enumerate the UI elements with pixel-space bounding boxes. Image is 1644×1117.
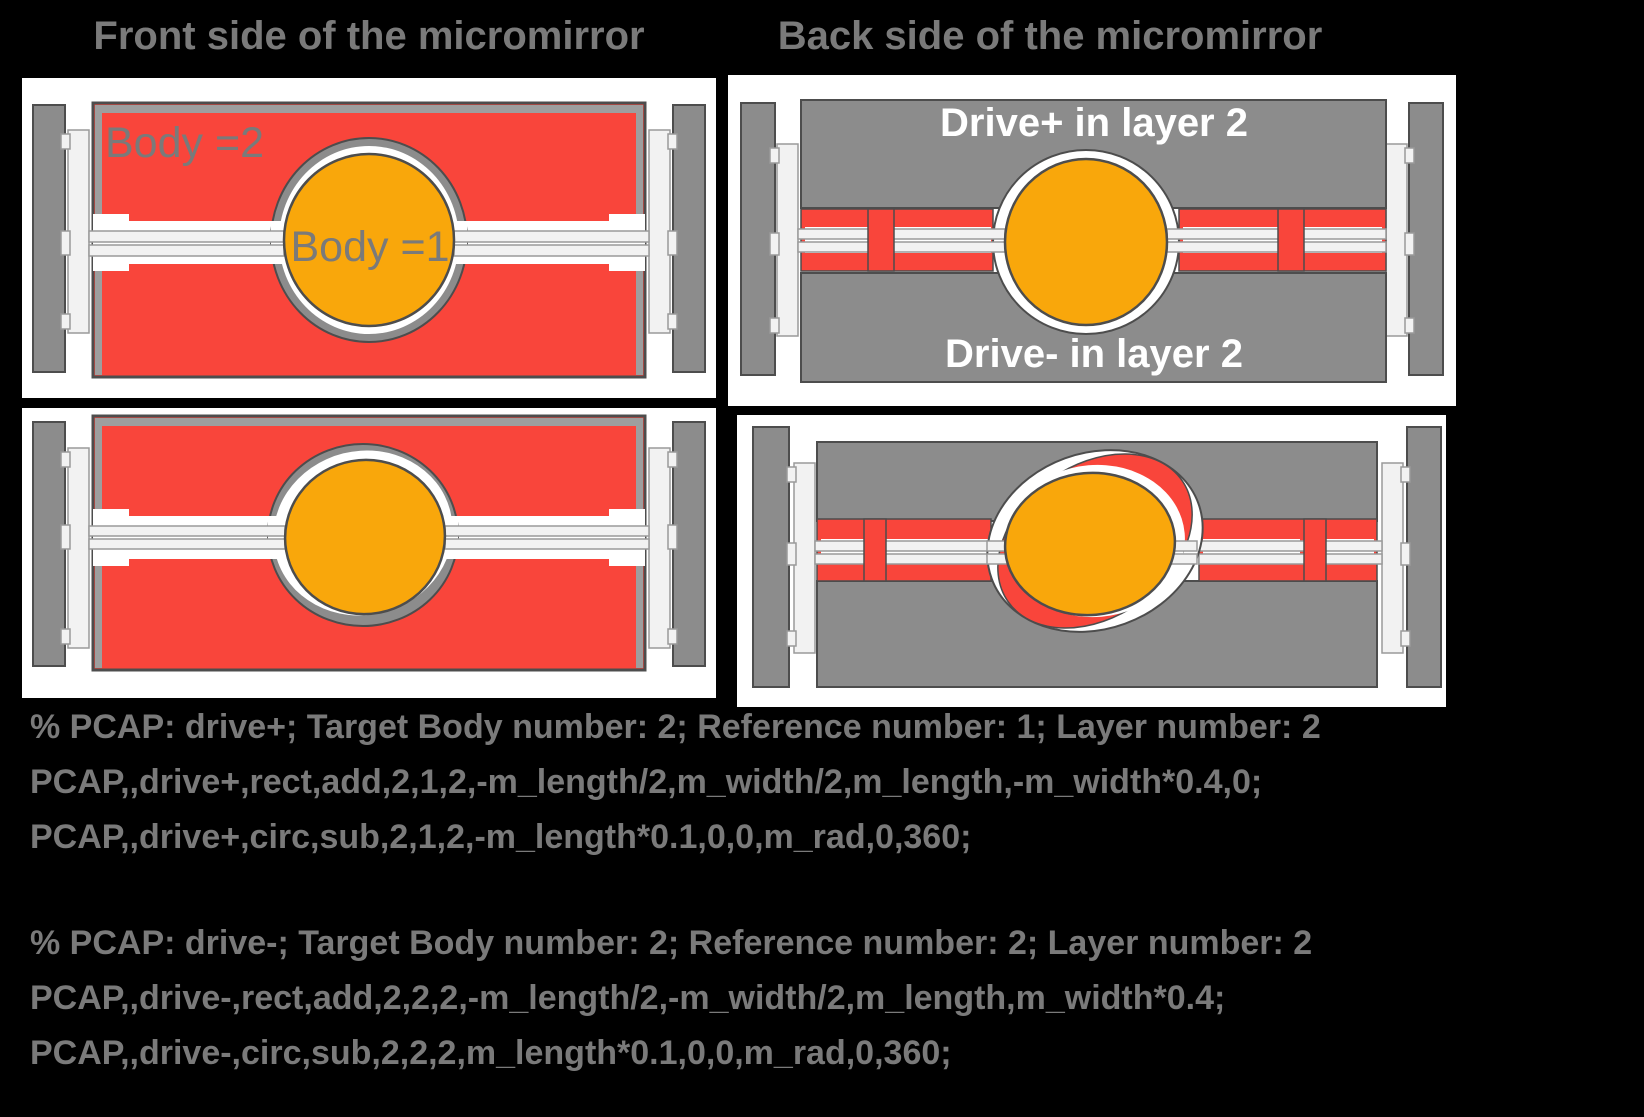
clamp-right-strip — [1381, 462, 1404, 654]
beam-right-upper — [1198, 540, 1383, 552]
clamp-left-tab-bottom — [60, 313, 71, 330]
clamp-left-tab-top — [60, 133, 71, 150]
panel-back-flat: Drive+ in layer 2 Drive- in layer 2 — [728, 75, 1456, 406]
back-tilted-drawing — [752, 426, 1442, 688]
slot-notch-right — [609, 509, 645, 566]
clamp-right — [648, 447, 678, 649]
clamp-left-tab-mid — [60, 524, 71, 550]
front-tilted-drawing — [32, 414, 706, 672]
beam-right-lower — [444, 538, 650, 550]
beam-right-lower — [1166, 241, 1387, 253]
code-comment-drive-minus: % PCAP: drive-; Target Body number: 2; R… — [30, 924, 1313, 962]
clamp-left-tab-bottom — [786, 630, 797, 647]
beam-left-upper — [797, 228, 1006, 240]
clamp-right-tab-mid — [1400, 542, 1411, 566]
clamp-left-tab-mid — [769, 232, 780, 256]
pcap-code-drive-plus: % PCAP: drive+; Target Body number: 2; R… — [30, 700, 1321, 865]
clamp-right-tab-top — [1404, 147, 1415, 164]
code-rect-drive-plus: PCAP,,drive+,rect,add,2,1,2,-m_length/2,… — [30, 763, 1263, 801]
panel-front-flat: Body =2 Body =1 — [22, 78, 716, 398]
clamp-left-tab-bottom — [769, 317, 780, 334]
clamp-right-tab-bottom — [667, 628, 678, 645]
clamp-left-tab-mid — [786, 542, 797, 566]
clamp-left-tab-mid — [60, 230, 71, 256]
clamp-right-tab-bottom — [667, 313, 678, 330]
clamp-right-tab-mid — [1404, 232, 1415, 256]
mirror-disc-tilted — [283, 458, 447, 616]
back-side-title: Back side of the micromirror — [777, 14, 1323, 58]
clamp-right-strip — [648, 447, 671, 649]
beam-left-lower — [88, 538, 286, 550]
mirror-disc-body1 — [282, 152, 456, 328]
clamp-left — [769, 143, 799, 337]
clamp-right — [648, 129, 678, 334]
clamp-left-tab-top — [786, 466, 797, 483]
clamp-right-strip — [648, 129, 671, 334]
body1-label: Body =1 — [291, 223, 450, 271]
electrode-crossbar-right — [1303, 518, 1327, 582]
anchor-right — [672, 104, 706, 373]
anchor-left — [752, 426, 790, 688]
electrode-crossbar-right — [1277, 208, 1305, 272]
plate-sidewall-top — [95, 105, 643, 113]
beam-right-upper — [444, 525, 650, 537]
beam-right-upper — [1166, 228, 1387, 240]
clamp-left-strip — [67, 129, 90, 334]
beam-left-upper — [88, 525, 286, 537]
beam-right-lower — [453, 244, 650, 257]
clamp-left-tab-top — [60, 451, 71, 468]
anchor-right — [1406, 426, 1442, 688]
clamp-left — [786, 462, 816, 654]
mirror-disc — [1003, 157, 1169, 327]
drive-plus-label: Drive+ in layer 2 — [940, 101, 1248, 145]
front-side-title: Front side of the micromirror — [93, 14, 645, 58]
clamp-right-tab-top — [667, 451, 678, 468]
clamp-left-strip — [793, 462, 816, 654]
electrode-crossbar-left — [867, 208, 895, 272]
beam-left-upper — [88, 230, 285, 243]
anchor-right — [672, 421, 706, 667]
beam-left-lower — [797, 241, 1006, 253]
clamp-right-tab-mid — [667, 524, 678, 550]
clamp-left-strip — [67, 447, 90, 649]
clamp-right-tab-top — [667, 133, 678, 150]
slot-notch-left — [93, 509, 129, 566]
beam-right-lower — [1198, 553, 1383, 565]
code-rect-drive-minus: PCAP,,drive-,rect,add,2,2,2,-m_length/2,… — [30, 979, 1226, 1017]
beam-left-upper — [814, 540, 992, 552]
electrode-crossbar-left — [863, 518, 887, 582]
drive-minus-label: Drive- in layer 2 — [945, 332, 1243, 376]
panel-back-tilted — [737, 415, 1446, 707]
body2-label: Body =2 — [105, 119, 264, 167]
anchor-left — [32, 421, 66, 667]
clamp-left — [60, 447, 90, 649]
beam-right-upper — [453, 230, 650, 243]
code-circ-drive-minus: PCAP,,drive-,circ,sub,2,2,2,m_length*0.1… — [30, 1034, 952, 1072]
clamp-left-tab-bottom — [60, 628, 71, 645]
anchor-left — [32, 104, 66, 373]
beam-left-lower — [814, 553, 992, 565]
clamp-right-tab-bottom — [1404, 317, 1415, 334]
beam-right-stub-lower — [1170, 553, 1198, 565]
clamp-right-tab-mid — [667, 230, 678, 256]
clamp-right-strip — [1385, 143, 1408, 337]
clamp-right-tab-bottom — [1400, 630, 1411, 647]
code-comment-drive-plus: % PCAP: drive+; Target Body number: 2; R… — [30, 708, 1321, 746]
clamp-right — [1381, 462, 1411, 654]
clamp-right — [1385, 143, 1415, 337]
back-flat-drawing: Drive+ in layer 2 Drive- in layer 2 — [740, 99, 1444, 383]
clamp-right-tab-top — [1400, 466, 1411, 483]
clamp-left-tab-top — [769, 147, 780, 164]
pcap-code-drive-minus: % PCAP: drive-; Target Body number: 2; R… — [30, 916, 1312, 1081]
mirror-disc-tilted — [1003, 471, 1177, 617]
beam-left-lower — [88, 244, 285, 257]
clamp-left-strip — [776, 143, 799, 337]
plate-sidewall-top — [95, 418, 643, 426]
front-flat-drawing: Body =2 Body =1 — [32, 101, 706, 379]
code-circ-drive-plus: PCAP,,drive+,circ,sub,2,1,2,-m_length*0.… — [30, 818, 972, 856]
panel-front-tilted — [22, 408, 716, 698]
